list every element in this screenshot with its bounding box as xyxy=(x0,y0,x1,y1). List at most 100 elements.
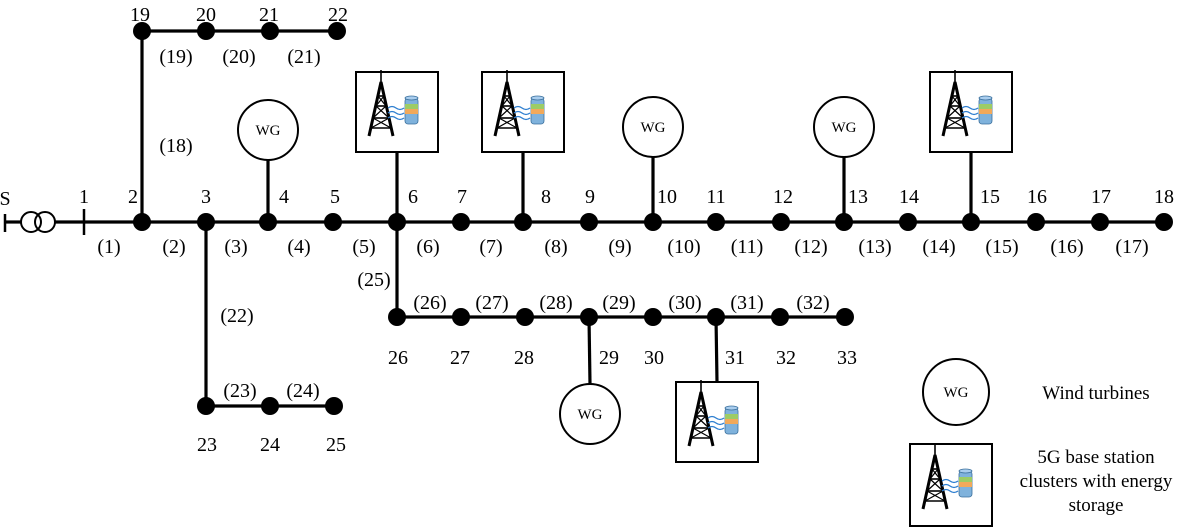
bus-label: 6 xyxy=(408,186,418,208)
bus-node xyxy=(644,308,662,326)
legend-wind-turbine-icon: WG xyxy=(922,358,990,426)
bus-label: 20 xyxy=(196,4,216,26)
branch-label: (30) xyxy=(668,292,701,314)
bus-node xyxy=(197,22,215,40)
bus-label: 18 xyxy=(1154,186,1174,208)
bus-node xyxy=(197,397,215,415)
bus-label: 25 xyxy=(326,434,346,456)
bus-label: 7 xyxy=(457,186,467,208)
bus-label: 2 xyxy=(128,186,138,208)
branch-label: (27) xyxy=(475,292,508,314)
bus-node xyxy=(580,213,598,231)
branch-label: (5) xyxy=(352,236,375,258)
bus-node xyxy=(452,308,470,326)
bus-node xyxy=(388,213,406,231)
branch-label: (20) xyxy=(222,46,255,68)
legend-wind-label: Wind turbines xyxy=(1042,383,1149,404)
bus-label: 27 xyxy=(450,347,470,369)
wind-turbine-label: WG xyxy=(641,120,666,136)
wind-turbine: WG xyxy=(813,96,875,158)
bus-node xyxy=(962,213,980,231)
legend-bs-label-line2: clusters with energy xyxy=(1020,471,1173,492)
wind-turbine-connector xyxy=(587,316,592,385)
branch-label: (17) xyxy=(1115,236,1148,258)
bus-node xyxy=(580,308,598,326)
bus-label: 14 xyxy=(899,186,919,208)
bus-node xyxy=(772,213,790,231)
bus-label: 1 xyxy=(79,186,89,208)
branch-label: (13) xyxy=(858,236,891,258)
bus-label: 24 xyxy=(260,434,280,456)
base-station-connector xyxy=(714,316,719,383)
bus-label: 21 xyxy=(259,4,279,26)
bus-label: 31 xyxy=(725,347,745,369)
bus-label: 15 xyxy=(980,186,1000,208)
bus-node xyxy=(388,308,406,326)
bus-node xyxy=(514,213,532,231)
branch-label: (21) xyxy=(287,46,320,68)
branch-label: (7) xyxy=(479,236,502,258)
source-label: S xyxy=(0,188,11,210)
branch-label: (9) xyxy=(608,236,631,258)
branch-label: (4) xyxy=(287,236,310,258)
bus-node xyxy=(259,213,277,231)
wind-turbine-label: WG xyxy=(944,385,969,401)
bus-label: 16 xyxy=(1027,186,1047,208)
bus-label: 17 xyxy=(1091,186,1111,208)
bus-label: 11 xyxy=(706,186,725,208)
bus-label: 28 xyxy=(514,347,534,369)
bus-node xyxy=(261,22,279,40)
legend-bs-label-line3: storage xyxy=(1069,495,1124,516)
bus-node xyxy=(133,213,151,231)
branch-label: (24) xyxy=(286,380,319,402)
base-station-cluster xyxy=(481,68,565,153)
source-transformer xyxy=(3,211,84,233)
bus-label: 10 xyxy=(657,186,677,208)
branch-label: (6) xyxy=(416,236,439,258)
wind-turbine: WG xyxy=(622,96,684,158)
bus-node xyxy=(836,308,854,326)
base-station-cluster xyxy=(675,378,759,463)
bus-node xyxy=(516,308,534,326)
bus-label: 22 xyxy=(328,4,348,26)
wind-turbine: WG xyxy=(559,383,621,445)
wind-turbine-label: WG xyxy=(578,407,603,423)
bus-label: 12 xyxy=(773,186,793,208)
bus-label: 4 xyxy=(279,186,289,208)
branch-label: (8) xyxy=(544,236,567,258)
branch-label: (28) xyxy=(539,292,572,314)
branch-label: (10) xyxy=(667,236,700,258)
bus-node xyxy=(197,213,215,231)
branch-label: (22) xyxy=(220,305,253,327)
bus-node xyxy=(133,22,151,40)
base-station-cluster xyxy=(355,68,439,153)
bus-label: 30 xyxy=(644,347,664,369)
bus-label: 29 xyxy=(599,347,619,369)
branch-label: (12) xyxy=(794,236,827,258)
branch-label: (23) xyxy=(223,380,256,402)
base-station-cluster xyxy=(929,68,1013,153)
branch-label: (19) xyxy=(159,46,192,68)
wind-turbine: WG xyxy=(237,99,299,161)
bus-label: 23 xyxy=(197,434,217,456)
bus-node xyxy=(899,213,917,231)
bus-node xyxy=(707,308,725,326)
bus-label: 33 xyxy=(837,347,857,369)
branch-label: (15) xyxy=(985,236,1018,258)
branch-label: (26) xyxy=(413,292,446,314)
branch-label: (3) xyxy=(224,236,247,258)
wind-turbine-label: WG xyxy=(256,123,281,139)
bus-node xyxy=(835,213,853,231)
bus-node xyxy=(1155,213,1173,231)
bus-label: 26 xyxy=(388,347,408,369)
bus-label: 3 xyxy=(201,186,211,208)
bus-node xyxy=(771,308,789,326)
branch-label: (14) xyxy=(922,236,955,258)
bus-label: 5 xyxy=(330,186,340,208)
branch-label: (25) xyxy=(357,269,390,291)
bus-node xyxy=(1027,213,1045,231)
bus-node xyxy=(324,213,342,231)
bus-node xyxy=(644,213,662,231)
bus-label: 19 xyxy=(130,4,150,26)
